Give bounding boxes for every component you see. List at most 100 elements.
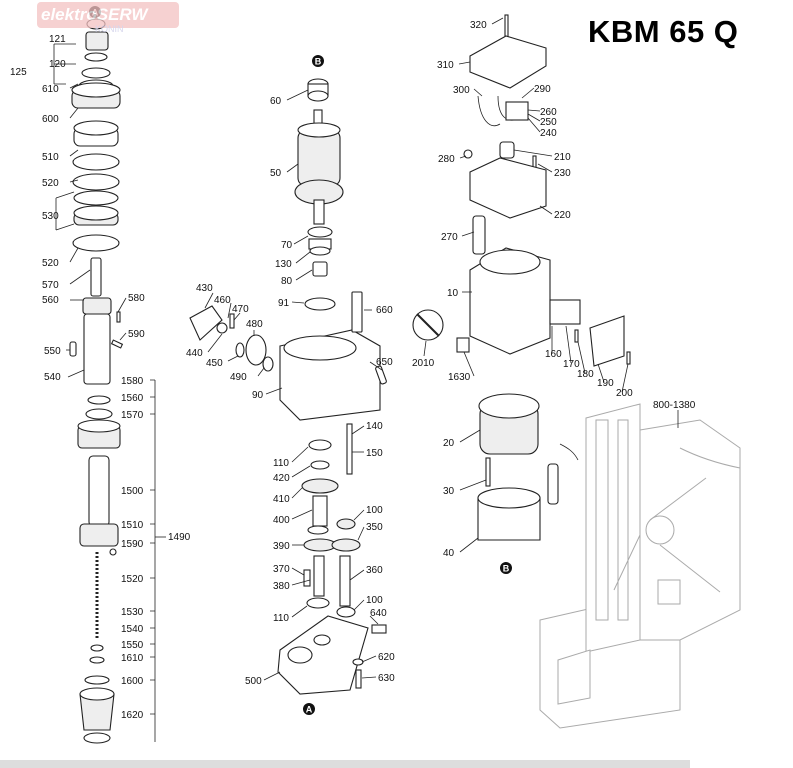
part-label-440: 440 xyxy=(186,348,203,359)
part-label-350: 350 xyxy=(366,522,383,533)
part-number-labels: 125 121 120 610 600 510 520 530 520 570 … xyxy=(10,20,696,721)
part-label-10: 10 xyxy=(447,288,459,299)
housing-assembly xyxy=(412,14,631,541)
part-label-150: 150 xyxy=(366,448,383,459)
part-label-1620: 1620 xyxy=(121,710,144,721)
part-label-30: 30 xyxy=(443,486,455,497)
part-label-490: 490 xyxy=(230,372,247,383)
part-label-560: 560 xyxy=(42,295,59,306)
part-label-650: 650 xyxy=(376,357,393,368)
part-label-390: 390 xyxy=(273,541,290,552)
part-label-620: 620 xyxy=(378,652,395,663)
part-label-1610: 1610 xyxy=(121,653,144,664)
part-label-800-1380: 800-1380 xyxy=(653,400,696,411)
part-label-50: 50 xyxy=(270,168,282,179)
watermark-logo: elektroSERW KONIN xyxy=(37,2,179,34)
part-label-1540: 1540 xyxy=(121,624,144,635)
watermark-subtext: KONIN xyxy=(95,24,124,34)
part-label-91: 91 xyxy=(278,298,290,309)
part-label-1490: 1490 xyxy=(168,532,191,543)
part-label-640: 640 xyxy=(370,608,387,619)
svg-text:B: B xyxy=(503,564,510,574)
part-label-590: 590 xyxy=(128,329,145,340)
part-label-260: 260 xyxy=(540,107,557,118)
page-title: KBM 65 Q xyxy=(588,14,739,49)
gearbox-assembly xyxy=(189,78,387,695)
part-label-610: 610 xyxy=(42,84,59,95)
part-label-1570: 1570 xyxy=(121,410,144,421)
part-label-1580: 1580 xyxy=(121,376,144,387)
part-label-660: 660 xyxy=(376,305,393,316)
part-label-90: 90 xyxy=(252,390,264,401)
part-label-530: 530 xyxy=(42,211,59,222)
part-label-550: 550 xyxy=(44,346,61,357)
part-label-280: 280 xyxy=(438,154,455,165)
part-label-70: 70 xyxy=(281,240,293,251)
part-label-121: 121 xyxy=(49,34,66,45)
marker-a-bottom: A xyxy=(303,703,315,715)
part-label-500: 500 xyxy=(245,676,262,687)
part-label-130: 130 xyxy=(275,259,292,270)
part-label-220: 220 xyxy=(554,210,571,221)
part-label-1530: 1530 xyxy=(121,607,144,618)
part-label-320: 320 xyxy=(470,20,487,31)
part-label-310: 310 xyxy=(437,60,454,71)
drill-stand-illustration xyxy=(539,403,741,729)
part-label-380: 380 xyxy=(273,581,290,592)
part-label-110-b: 110 xyxy=(273,613,289,624)
svg-text:A: A xyxy=(306,705,313,715)
part-label-450: 450 xyxy=(206,358,223,369)
part-label-1560: 1560 xyxy=(121,393,144,404)
leader-lines xyxy=(53,17,679,742)
part-label-360: 360 xyxy=(366,565,383,576)
part-label-480: 480 xyxy=(246,319,263,330)
part-label-190: 190 xyxy=(597,378,614,389)
part-label-510: 510 xyxy=(42,152,59,163)
part-label-100-b: 100 xyxy=(366,595,383,606)
part-label-2010: 2010 xyxy=(412,358,435,369)
part-label-20: 20 xyxy=(443,438,455,449)
part-label-170: 170 xyxy=(563,359,580,370)
part-label-80: 80 xyxy=(281,276,293,287)
marker-b-bottom: B xyxy=(500,562,512,574)
part-label-240: 240 xyxy=(540,128,557,139)
part-label-1550: 1550 xyxy=(121,640,144,651)
part-label-300: 300 xyxy=(453,85,470,96)
part-label-140: 140 xyxy=(366,421,383,432)
part-label-120: 120 xyxy=(49,59,66,70)
part-label-460: 460 xyxy=(214,295,231,306)
spindle-assembly xyxy=(69,18,124,744)
part-label-100-a: 100 xyxy=(366,505,383,516)
part-label-290: 290 xyxy=(534,84,551,95)
part-label-520-a: 520 xyxy=(42,178,59,189)
part-label-180: 180 xyxy=(577,369,594,380)
part-label-630: 630 xyxy=(378,673,395,684)
part-label-110-a: 110 xyxy=(273,458,289,469)
part-label-1500: 1500 xyxy=(121,486,144,497)
part-label-40: 40 xyxy=(443,548,455,559)
part-label-370: 370 xyxy=(273,564,290,575)
part-label-400: 400 xyxy=(273,515,290,526)
part-label-580: 580 xyxy=(128,293,145,304)
part-label-125: 125 xyxy=(10,67,27,78)
marker-b-top: B xyxy=(312,55,324,67)
part-label-470: 470 xyxy=(232,304,249,315)
part-label-210: 210 xyxy=(554,152,571,163)
part-label-160: 160 xyxy=(545,349,562,360)
part-label-200: 200 xyxy=(616,388,633,399)
part-label-60: 60 xyxy=(270,96,282,107)
part-label-1630: 1630 xyxy=(448,372,471,383)
part-label-230: 230 xyxy=(554,168,571,179)
part-label-270: 270 xyxy=(441,232,458,243)
bottom-scroll-bar[interactable] xyxy=(0,760,690,768)
part-label-570: 570 xyxy=(42,280,59,291)
part-label-420: 420 xyxy=(273,473,290,484)
part-label-1590: 1590 xyxy=(121,539,144,550)
part-label-430: 430 xyxy=(196,283,213,294)
part-label-1520: 1520 xyxy=(121,574,144,585)
part-label-540: 540 xyxy=(44,372,61,383)
svg-text:B: B xyxy=(315,57,322,67)
part-label-1510: 1510 xyxy=(121,520,144,531)
part-label-600: 600 xyxy=(42,114,59,125)
